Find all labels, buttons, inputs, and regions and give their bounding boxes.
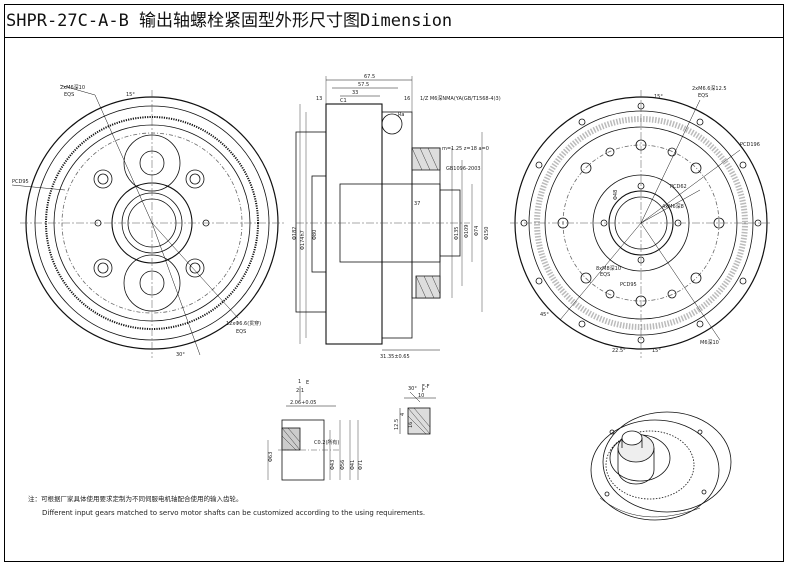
side-dia-b: Φ174h7 — [300, 230, 306, 250]
side-len-total: 67.5 — [364, 74, 375, 80]
left-pcd-label: PCD95 — [12, 179, 29, 185]
note-chinese: 注：可根据厂家具体使用要求定制为不同伺服电机轴配合使用的输入齿轮。 — [28, 495, 243, 503]
right-pcd-b-label: PCD62 — [670, 184, 687, 190]
right-eqs-label: EQS — [698, 93, 708, 99]
side-dia-e: Φ109 — [464, 225, 470, 238]
left-angle-top-label: 15° — [126, 92, 135, 98]
detail-e-dim-a: 2.06+0.05 — [290, 400, 316, 406]
left-angle-bottom-label: 30° — [176, 352, 185, 358]
side-len-c: 16 — [404, 96, 410, 102]
side-detail-circle — [381, 113, 403, 135]
side-label-f: F — [422, 388, 425, 394]
detail-e-dia-c: Φ56 — [340, 460, 346, 470]
detail-f-dim-a: 10 — [418, 393, 424, 399]
left-eqs-top-label: EQS — [64, 92, 74, 98]
side-len-b: 33 — [352, 90, 358, 96]
detail-f — [399, 391, 436, 435]
side-hub — [311, 175, 327, 273]
detail-f-title: F-F — [422, 384, 430, 390]
detail-e-dia-e: Φ71 — [358, 460, 364, 470]
detail-e-dia-a: Φ63 — [268, 452, 274, 462]
detail-e-dim-b: C0.2(所有) — [314, 439, 339, 446]
detail-f-angle: 30° — [408, 386, 417, 392]
detail-f-dim-d: 16 — [408, 422, 414, 428]
side-dia-g: Φ74 — [474, 226, 480, 236]
right-hole-inner-label: 8xM8深10 — [596, 265, 621, 272]
right-eqs-inner-label: EQS — [600, 272, 610, 278]
side-dia-f: Φ150 — [484, 227, 490, 240]
right-angle-top-label: 15° — [654, 94, 663, 100]
detail-e — [267, 386, 359, 481]
side-housing — [325, 103, 383, 345]
left-hole-top-label: 2xM6深10 — [60, 84, 85, 91]
detail-f-dim-c: 12.5 — [394, 419, 400, 430]
left-hole — [93, 258, 113, 278]
left-hole — [93, 169, 113, 189]
right-hole-top-label: 2xM6.6深12.5 — [692, 85, 727, 92]
side-label-e: E — [306, 380, 309, 386]
right-pcd-a-label: PCD196 — [740, 142, 760, 148]
side-key: m=1.25 z=18 a=0 — [442, 146, 489, 152]
right-angle-bottom-label: 22.5° — [612, 348, 626, 354]
side-len-mid: 37 — [414, 201, 420, 207]
left-view-labels: 2xM6深10 EQS 15° PCD95 12xΦ6.6(贯穿) EQS 30… — [12, 84, 261, 358]
right-view — [510, 90, 772, 358]
note-english: Different input gears matched to servo m… — [42, 509, 426, 517]
left-view — [11, 84, 285, 358]
detail-e-dia-b: Φ43 — [330, 460, 336, 470]
isometric-view — [590, 411, 732, 521]
left-hole-bottom-label: 12xΦ6.6(贯穿) — [226, 320, 261, 327]
drawing-title: SHPR-27C-A-B 输出轴螺栓紧固型外形尺寸图Dimension — [6, 11, 453, 31]
iso-shaft-end — [621, 430, 643, 446]
right-view-labels: 2xM6.6深12.5 EQS 15° PCD196 PCD62 4xM6深8 … — [540, 85, 760, 354]
right-flange-holes — [520, 102, 762, 344]
side-dia-d: Φ135 — [454, 227, 460, 240]
side-input-flange — [295, 131, 327, 313]
side-dia-c: Φ80 — [312, 230, 318, 240]
side-seal: GB1096-2003 — [446, 166, 481, 172]
left-eqs-bottom-label: EQS — [236, 329, 246, 335]
left-hole — [185, 258, 205, 278]
detail-e-labels: 1 2:1 2.06+0.05 C0.2(所有) Φ63 Φ43 Φ56 Φ41… — [268, 379, 364, 470]
detail-e-dia-d: Φ41 — [350, 460, 356, 470]
side-note-top: 1/Z M6深NMA(YA(GB/T1568-4)3) — [420, 95, 501, 102]
right-angle-left-label: 45° — [540, 312, 549, 318]
side-bottom-dim: 31.35±0.65 — [380, 354, 410, 360]
side-len-a: 57.5 — [358, 82, 369, 88]
detail-f-dim-b: 4 — [400, 413, 406, 416]
right-hole-mid-label: 4xM6深8 — [662, 203, 684, 210]
side-dia-a: Φ182 — [292, 227, 298, 240]
detail-f-labels: F-F 30° 10 12.5 4 16 — [394, 384, 430, 430]
side-view — [295, 76, 483, 351]
right-dia-label: Φ48 — [613, 190, 619, 200]
side-chamfer: C1 — [340, 98, 347, 104]
left-hole — [185, 169, 205, 189]
iso-outer-front — [590, 419, 720, 521]
detail-e-ratio: 2:1 — [296, 388, 304, 394]
side-view-labels: 67.5 57.5 33 16 13 C1 Ra 1/Z M6深NMA(YA(G… — [292, 74, 501, 394]
right-hole-bottom-label: M6深10 — [700, 339, 719, 346]
side-ra: Ra — [398, 112, 404, 118]
detail-e-scale: 1 — [298, 379, 301, 385]
drawing-frame — [4, 4, 784, 562]
right-pcd-c-label: PCD95 — [620, 282, 637, 288]
side-output-flange — [381, 111, 413, 339]
title-divider — [4, 37, 784, 38]
side-len-d: 13 — [316, 96, 322, 102]
right-angle-bottom2-label: 15° — [652, 348, 661, 354]
iso-bearing-ring — [605, 430, 695, 500]
